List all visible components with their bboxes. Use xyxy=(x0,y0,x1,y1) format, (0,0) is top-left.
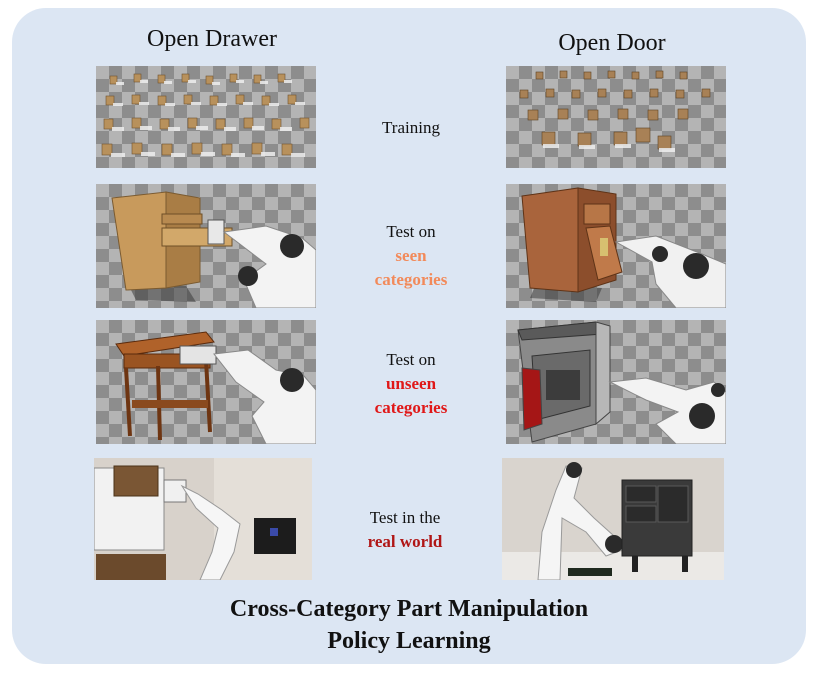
row-label-real-line1: Test in the xyxy=(369,508,441,527)
drawer-unseen-scene xyxy=(115,331,316,444)
footer-title-line1: Cross-Category Part Manipulation xyxy=(229,596,589,622)
row-label-unseen-highlight-2: categories xyxy=(374,398,448,417)
drawer-training-image xyxy=(96,66,316,168)
column-title-drawer: Open Drawer xyxy=(147,26,277,52)
row-label-training-text: Training xyxy=(382,118,440,137)
door-unseen-scene xyxy=(517,321,726,444)
door-real-image xyxy=(502,458,724,580)
drawer-unseen-image xyxy=(96,320,316,444)
column-title-door: Open Door xyxy=(558,30,666,56)
drawer-seen-scene xyxy=(111,191,316,308)
door-training-image xyxy=(506,66,726,168)
row-label-real-highlight: real world xyxy=(367,532,443,551)
drawer-real-image xyxy=(94,458,312,580)
row-label-seen: Test on seen categories xyxy=(336,220,486,292)
drawer-training-scene xyxy=(101,73,310,157)
door-seen-scene xyxy=(521,187,726,308)
row-label-seen-highlight: seen xyxy=(395,246,427,265)
drawer-seen-image xyxy=(96,184,316,308)
door-training-scene xyxy=(519,70,711,152)
footer-title-line2: Policy Learning xyxy=(327,628,491,654)
row-label-real: Test in the real world xyxy=(330,506,480,554)
door-real-scene xyxy=(502,458,724,580)
drawer-real-scene xyxy=(94,458,312,580)
door-unseen-image xyxy=(506,320,726,444)
row-label-seen-highlight-2: categories xyxy=(374,270,448,289)
door-seen-image xyxy=(506,184,726,308)
row-label-training: Training xyxy=(336,116,486,140)
row-label-unseen-highlight: unseen xyxy=(385,374,437,393)
row-label-seen-line1: Test on xyxy=(386,222,436,241)
row-label-unseen-line1: Test on xyxy=(386,350,436,369)
row-label-unseen: Test on unseen categories xyxy=(336,348,486,420)
